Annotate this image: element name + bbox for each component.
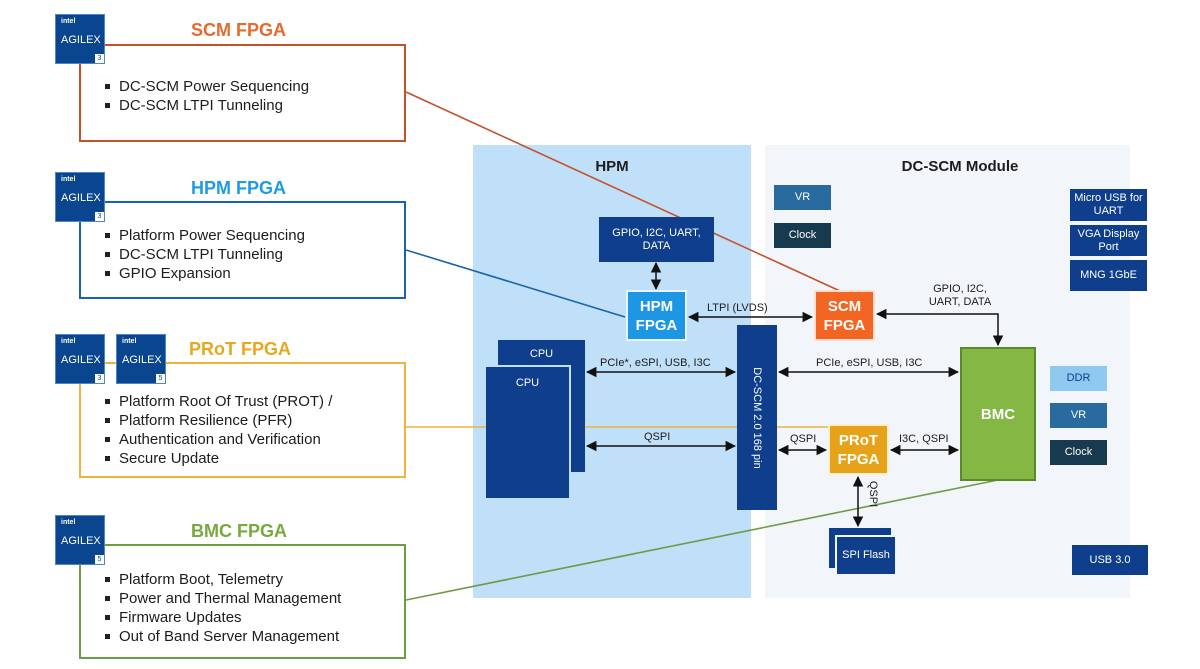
list-item: Platform Boot, Telemetry	[101, 570, 404, 589]
badge-series: 3	[95, 212, 104, 221]
list-item: DC-SCM LTPI Tunneling	[101, 96, 404, 115]
agilex-logo-text: AGILEX	[61, 34, 101, 46]
hpm-title: HPM	[595, 158, 629, 175]
list-item: DC-SCM LTPI Tunneling	[101, 245, 404, 264]
hpm-callout-list: Platform Power Sequencing DC-SCM LTPI Tu…	[101, 226, 404, 283]
prot-fpga-block: PRoT FPGA	[828, 424, 889, 475]
agilex-logo-text: AGILEX	[122, 354, 162, 366]
prot-qspi-label: QSPI	[790, 433, 817, 445]
intel-logo-text: intel	[61, 519, 76, 526]
scm-callout-title: SCM FPGA	[191, 20, 287, 40]
usb3-block: USB 3.0	[1072, 545, 1148, 575]
ddr-block: DDR	[1050, 366, 1107, 391]
bmc-vr-block: VR	[1050, 403, 1107, 428]
list-item: Platform Power Sequencing	[101, 226, 404, 245]
vr-block: VR	[774, 185, 831, 210]
agilex-logo-text: AGILEX	[61, 354, 101, 366]
bmc-callout: Platform Boot, Telemetry Power and Therm…	[79, 544, 406, 659]
scm-gpio-label: GPIO, I2C, UART, DATA	[928, 283, 992, 308]
micro-usb-block: Micro USB for UART	[1070, 189, 1147, 221]
list-item: Authentication and Verification	[101, 430, 404, 449]
badge-series: 3	[95, 54, 104, 63]
agilex-3-badge: intel AGILEX 3	[55, 334, 105, 384]
bmc-callout-title: BMC FPGA	[191, 521, 287, 541]
flash-qspi-label: QSPI	[867, 480, 879, 508]
bmc-leader-line	[405, 479, 999, 601]
intel-logo-text: intel	[61, 18, 76, 25]
intel-logo-text: intel	[122, 338, 137, 345]
ltpi-label: LTPI (LVDS)	[707, 302, 768, 314]
prot-callout-title: PRoT FPGA	[189, 339, 291, 359]
scm-leader-line	[405, 91, 841, 292]
list-item: Platform Resilience (PFR)	[101, 411, 404, 430]
badge-series: 5	[95, 555, 104, 564]
connector-label: DC-SCM 2.0 168 pin	[751, 366, 763, 469]
list-item: Out of Band Server Management	[101, 627, 404, 646]
agilex-3-badge: intel AGILEX 3	[55, 14, 105, 64]
dc-scm-connector: DC-SCM 2.0 168 pin	[737, 325, 777, 510]
vga-block: VGA Display Port	[1070, 225, 1147, 256]
prot-callout-list: Platform Root Of Trust (PROT) / Platform…	[101, 392, 404, 468]
bmc-clock-block: Clock	[1050, 440, 1107, 465]
scm-fpga-block: SCM FPGA	[814, 290, 875, 341]
clock-block: Clock	[774, 223, 831, 248]
bmc-pcie-label: PCIe, eSPI, USB, I3C	[816, 357, 923, 369]
badge-series: 3	[95, 374, 104, 383]
gpio-i2c-uart-block: GPIO, I2C, UART, DATA	[599, 217, 714, 262]
hpm-fpga-block: HPM FPGA	[626, 290, 687, 341]
dc-scm-module-title: DC-SCM Module	[901, 158, 1019, 175]
list-item: Platform Root Of Trust (PROT) /	[101, 392, 404, 411]
badge-series: 5	[156, 374, 165, 383]
prot-bmc-label: I3C, QSPI	[899, 433, 949, 445]
scm-callout: DC-SCM Power Sequencing DC-SCM LTPI Tunn…	[79, 44, 406, 142]
list-item: GPIO Expansion	[101, 264, 404, 283]
intel-logo-text: intel	[61, 176, 76, 183]
agilex-logo-text: AGILEX	[61, 192, 101, 204]
list-item: Firmware Updates	[101, 608, 404, 627]
list-item: DC-SCM Power Sequencing	[101, 77, 404, 96]
hpm-callout-title: HPM FPGA	[191, 178, 287, 198]
agilex-logo-text: AGILEX	[61, 535, 101, 547]
agilex-5-badge: intel AGILEX 5	[55, 515, 105, 565]
hpm-callout: Platform Power Sequencing DC-SCM LTPI Tu…	[79, 201, 406, 299]
list-item: Secure Update	[101, 449, 404, 468]
intel-logo-text: intel	[61, 338, 76, 345]
spi-flash-block: SPI Flash	[835, 535, 895, 574]
mng-block: MNG 1GbE	[1070, 260, 1147, 291]
list-item: Power and Thermal Management	[101, 589, 404, 608]
agilex-3-badge: intel AGILEX 3	[55, 172, 105, 222]
agilex-5-badge: intel AGILEX 5	[116, 334, 166, 384]
cpu-block-front: CPU	[486, 365, 571, 498]
bmc-callout-list: Platform Boot, Telemetry Power and Therm…	[101, 570, 404, 646]
cpu-pcie-label: PCIe*, eSPI, USB, I3C	[600, 357, 711, 369]
scm-callout-list: DC-SCM Power Sequencing DC-SCM LTPI Tunn…	[101, 77, 404, 115]
bmc-block: BMC	[960, 347, 1036, 481]
hpm-leader-line	[405, 249, 626, 318]
cpu-qspi-label: QSPI	[644, 431, 671, 443]
